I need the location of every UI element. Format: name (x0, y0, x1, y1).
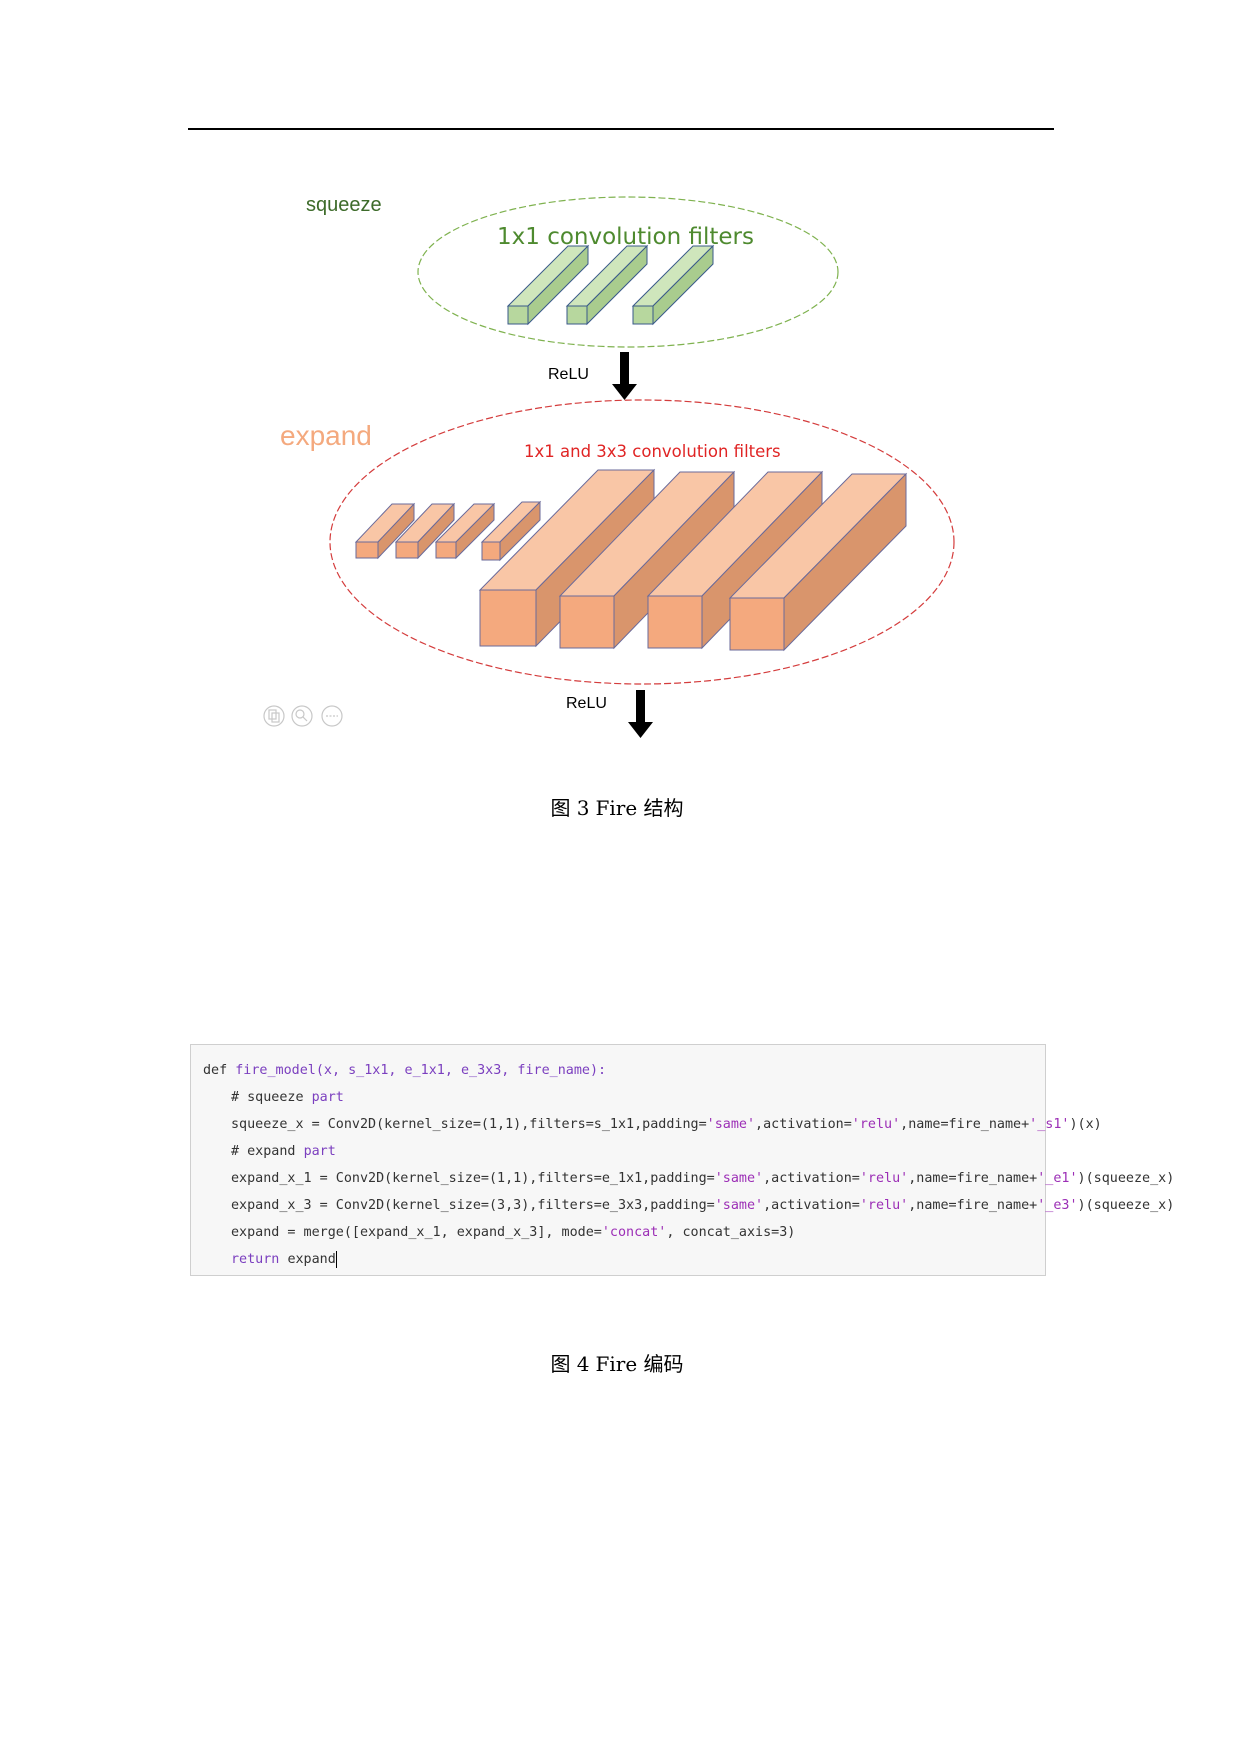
text-cursor (335, 1250, 337, 1268)
comment-hash: # squeeze (231, 1090, 312, 1105)
code-text: ,name=fire_name+ (900, 1117, 1030, 1132)
code-block[interactable]: def fire_model(x, s_1x1, e_1x1, e_3x3, f… (190, 1044, 1174, 1276)
string-literal: 'relu' (859, 1171, 909, 1186)
fire-structure-diagram: squeeze 1x1 convolution filters ReLU exp… (263, 194, 955, 738)
header-rule (188, 128, 1054, 130)
string-literal: '_e1' (1037, 1171, 1078, 1186)
expand-3x3-filter-2 (558, 470, 736, 650)
squeeze-label: squeeze (306, 194, 382, 216)
code-line-6: expand_x_3 = Conv2D(kernel_size=(3,3),fi… (203, 1192, 1174, 1219)
more-icon[interactable] (321, 705, 343, 727)
code-text: ,name=fire_name+ (908, 1171, 1038, 1186)
code-text: expand_x_3 = Conv2D(kernel_size=(3,3),fi… (231, 1198, 715, 1213)
expand-1x1-filter-2 (394, 502, 456, 560)
expand-1x1-filter-3 (434, 502, 496, 560)
comment-hash: # expand (231, 1144, 304, 1159)
code-line-2: # squeeze part (203, 1084, 1045, 1111)
comment-word: part (311, 1090, 344, 1105)
expand-3x3-filter-4 (728, 472, 908, 652)
code-text: )(squeeze_x) (1077, 1171, 1175, 1186)
function-signature: fire_model(x, s_1x1, e_1x1, e_3x3, fire_… (235, 1063, 607, 1078)
figure-3-title: Fire 结构 (595, 796, 684, 820)
code-line-8: return expand (203, 1246, 1045, 1273)
code-text: )(squeeze_x) (1077, 1198, 1175, 1213)
figure-4-title: Fire 编码 (595, 1352, 684, 1376)
relu-top-label: ReLU (548, 366, 589, 383)
code-line-1: def fire_model(x, s_1x1, e_1x1, e_3x3, f… (203, 1057, 1045, 1084)
code-line-5: expand_x_1 = Conv2D(kernel_size=(1,1),fi… (203, 1165, 1174, 1192)
expand-filters-label: 1x1 and 3x3 convolution filters (524, 442, 781, 461)
string-literal: 'relu' (851, 1117, 901, 1132)
squeeze-filters-label: 1x1 convolution filters (497, 224, 754, 250)
expand-1x1-filter-4 (480, 500, 542, 562)
zoom-icon[interactable] (291, 705, 313, 727)
code-line-7: expand = merge([expand_x_1, expand_x_3],… (203, 1219, 1045, 1246)
relu-bottom-label: ReLU (566, 695, 607, 712)
code-text: expand_x_1 = Conv2D(kernel_size=(1,1),fi… (231, 1171, 715, 1186)
code-text: ,activation= (763, 1198, 860, 1213)
code-text: ,activation= (763, 1171, 860, 1186)
squeeze-filter-3 (631, 244, 715, 326)
string-literal: '_e3' (1037, 1198, 1078, 1213)
code-text: )(x) (1069, 1117, 1102, 1132)
code-text: ,activation= (755, 1117, 852, 1132)
squeeze-filter-1 (506, 244, 590, 326)
def-keyword: def (203, 1063, 236, 1078)
code-line-3: squeeze_x = Conv2D(kernel_size=(1,1),fil… (203, 1111, 1102, 1138)
relu-top-arrow (612, 352, 637, 400)
string-literal: 'relu' (859, 1198, 909, 1213)
expand-1x1-filter-1 (354, 502, 416, 560)
string-literal: 'same' (714, 1198, 764, 1213)
string-literal: 'concat' (601, 1225, 667, 1240)
string-literal: '_s1' (1029, 1117, 1070, 1132)
squeeze-filter-2 (565, 244, 649, 326)
expand-ellipse (329, 399, 955, 685)
expand-label: expand (280, 420, 372, 451)
copy-icon[interactable] (263, 705, 285, 727)
code-text: ,name=fire_name+ (908, 1198, 1038, 1213)
string-literal: 'same' (714, 1171, 764, 1186)
squeeze-ellipse (417, 196, 839, 348)
return-keyword: return (231, 1252, 288, 1267)
string-literal: 'same' (706, 1117, 756, 1132)
code-text: , concat_axis=3) (666, 1225, 796, 1240)
figure-3-number: 图 3 (550, 796, 590, 820)
code-text: squeeze_x = Conv2D(kernel_size=(1,1),fil… (231, 1117, 707, 1132)
code-text: expand = merge([expand_x_1, expand_x_3],… (231, 1225, 602, 1240)
figure-4-number: 图 4 (550, 1352, 590, 1376)
relu-bottom-arrow (628, 690, 653, 738)
return-value: expand (287, 1252, 336, 1267)
code-line-4: # expand part (203, 1138, 1045, 1165)
comment-word: part (303, 1144, 336, 1159)
